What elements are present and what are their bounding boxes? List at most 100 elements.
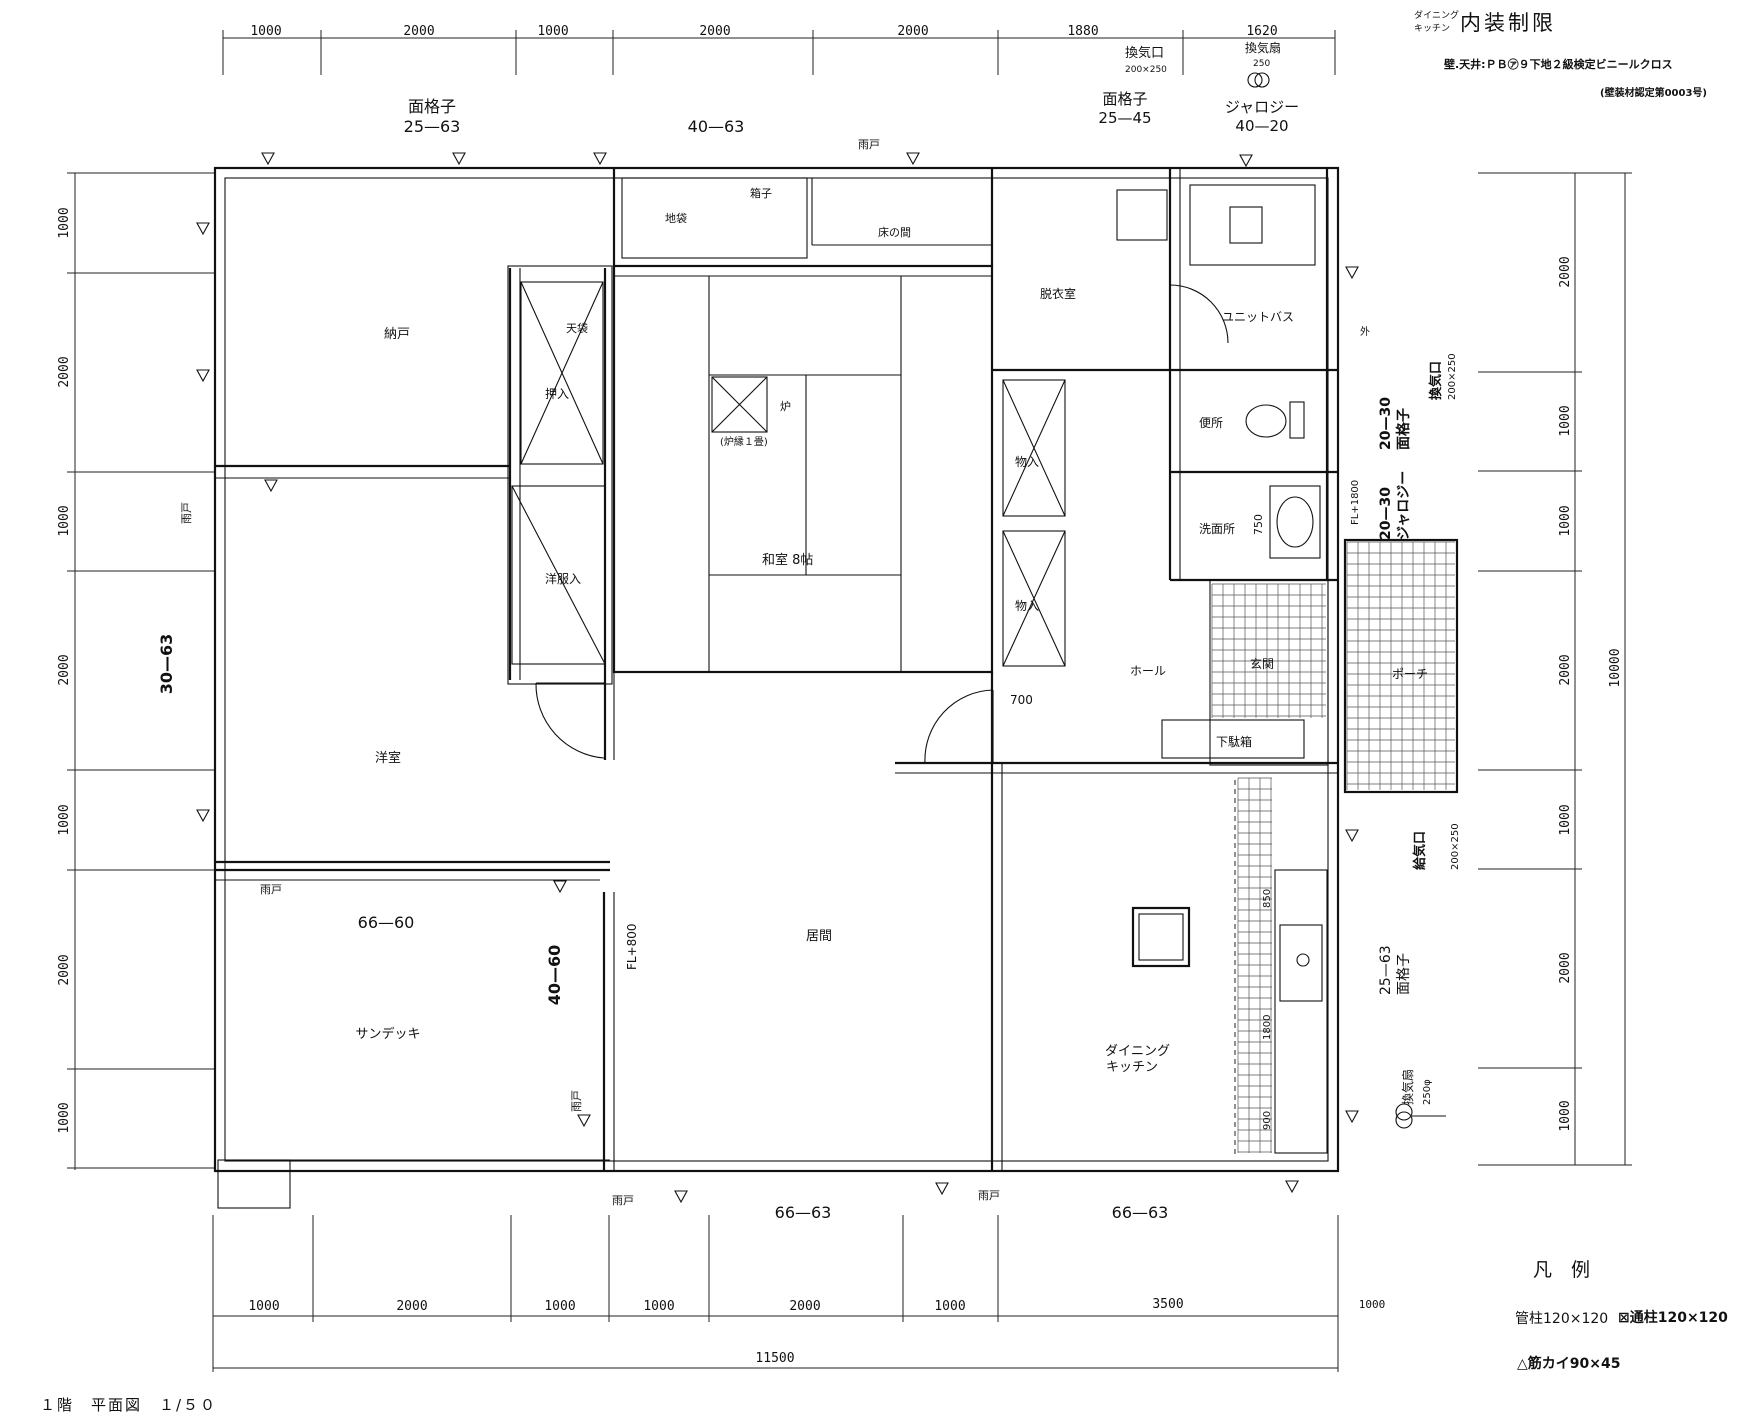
label-amado-bottom-2: 雨戸: [978, 1189, 1000, 1202]
right-dimension: 2000 1000 1000 2000 1000 2000 1000 10000: [1478, 172, 1632, 1166]
dim-left-6: 2000: [57, 954, 72, 985]
notes: FL+800 FL+1800 700 750 850 1800 900: [625, 480, 1361, 1130]
kanki-fan-right-size: 250φ: [1422, 1079, 1433, 1105]
dim-top-1: 1000: [250, 24, 281, 39]
win-top-right-size: 25—45: [1098, 109, 1151, 127]
dim-right-3: 1000: [1558, 505, 1573, 536]
finish-title: 内装制限: [1460, 11, 1556, 35]
kyuki-label: 給気口: [1412, 831, 1428, 870]
room-genkan: 玄関: [1250, 656, 1274, 671]
room-yofuku-ire: 洋服入: [545, 571, 581, 586]
dim-top-3: 1000: [537, 24, 568, 39]
dim-bottom-5: 2000: [789, 1299, 820, 1314]
win-left-size: 30—63: [157, 634, 176, 695]
dim-bottom-6: 1000: [934, 1299, 965, 1314]
room-dining: ダイニング: [1105, 1044, 1170, 1059]
note-750: 750: [1252, 514, 1265, 535]
dim-bottom-3: 1000: [544, 1299, 575, 1314]
win-right-toilet-size: 20—30: [1378, 397, 1394, 450]
dim-top-2: 2000: [403, 24, 434, 39]
kanki-right-size: 200×250: [1447, 353, 1458, 400]
legend-kanbashira: 管柱120×120: [1515, 1311, 1608, 1327]
dim-right-6: 2000: [1558, 952, 1573, 983]
win-right-kitchen-size: 25—63: [1378, 945, 1394, 995]
kanki-right-label: 換気口: [1428, 361, 1444, 400]
label-soto: 外: [1360, 326, 1370, 338]
dim-left-7: 1000: [57, 1102, 72, 1133]
label-amado-sun: 雨戸: [570, 1090, 583, 1112]
finish-notes: ダイニング キッチン 内装制限 壁.天井:ＰＢ㋐９下地２級検定ビニールクロス (…: [1414, 9, 1707, 99]
room-tenbukuro: 天袋: [566, 321, 588, 335]
kanki-top-size: 200×250: [1125, 65, 1167, 75]
legend-sujikai: △筋カイ90×45: [1517, 1355, 1620, 1372]
room-labels: 納戸 天袋 押入 洋服入 洋室 和室 8帖 炉 (炉縁１畳) 床の間 箱子 地袋…: [180, 138, 1428, 1207]
label-amado-deck: 雨戸: [260, 883, 282, 896]
tenbukuro-cross: [520, 281, 604, 465]
finish-line1: 壁.天井:ＰＢ㋐９下地２級検定ビニールクロス: [1444, 57, 1673, 71]
win-bottom-mid-size: 66—63: [775, 1203, 832, 1222]
note-700: 700: [1010, 693, 1033, 707]
dim-bottom-8: 1000: [1359, 1298, 1386, 1311]
room-yoshitsu: 洋室: [375, 750, 401, 766]
dim-right-7: 1000: [1558, 1100, 1573, 1131]
window-labels: 面格子 25—63 40—63 面格子 25—45 ジャロジー 40—20 換気…: [157, 40, 1461, 1222]
win-bottom-left-size: 66—60: [358, 913, 415, 932]
win-top-left-size: 25—63: [404, 117, 461, 136]
room-ro: 炉: [780, 400, 791, 413]
dim-right-5: 1000: [1558, 804, 1573, 835]
legend-title: 凡 例: [1533, 1259, 1590, 1281]
dim-top-5: 2000: [897, 24, 928, 39]
walls: [213, 166, 1459, 1209]
room-monoire-1: 物入: [1015, 455, 1039, 469]
room-oshiire: 押入: [545, 387, 569, 401]
room-tokonoma: 床の間: [878, 225, 911, 239]
room-sundeck: サンデッキ: [355, 1026, 420, 1042]
win-bottom-right-size: 66—63: [1112, 1203, 1169, 1222]
ro-box: [711, 376, 768, 433]
room-washitsu: 和室 8帖: [762, 552, 813, 568]
dim-bottom-7: 3500: [1152, 1297, 1183, 1312]
finish-kicker-kitchen: キッチン: [1414, 23, 1450, 34]
room-jibukuro: 地袋: [665, 211, 687, 225]
dim-top-6: 1880: [1067, 24, 1098, 39]
note-fl800: FL+800: [625, 923, 639, 970]
win-right-wash-label: ジャロジー: [1396, 471, 1412, 540]
note-900: 900: [1262, 1111, 1273, 1130]
drawing-title: １階 平面図 １/５０: [40, 1396, 217, 1414]
closet-hatch: [511, 485, 606, 665]
dim-right-4: 2000: [1558, 654, 1573, 685]
room-kitchen: キッチン: [1106, 1060, 1158, 1075]
dim-bottom-4: 1000: [643, 1299, 674, 1314]
dim-top-4: 2000: [699, 24, 730, 39]
dim-right-1: 2000: [1558, 256, 1573, 287]
room-hall: ホール: [1130, 664, 1166, 678]
kanki-top-label: 換気口: [1125, 45, 1164, 61]
kanki-fan-top-label: 換気扇: [1245, 40, 1281, 55]
win-jalousie-size: 40—20: [1235, 117, 1288, 135]
room-geta: 下駄箱: [1216, 734, 1252, 749]
kanki-fan-top-size: 250: [1253, 59, 1270, 69]
legend: 凡 例 管柱120×120 ⊠通柱120×120 △筋カイ90×45: [1515, 1259, 1728, 1372]
win-top-left-label: 面格子: [408, 97, 456, 116]
note-1800: 1800: [1262, 1015, 1273, 1040]
dim-left-1: 1000: [57, 207, 72, 238]
tile-hatch: [1211, 541, 1455, 1153]
dim-left-5: 1000: [57, 804, 72, 835]
win-top-mid-size: 40—63: [688, 117, 745, 136]
win-jalousie-label: ジャロジー: [1225, 98, 1299, 116]
win-top-right-label: 面格子: [1102, 90, 1147, 108]
dim-left-4: 2000: [57, 654, 72, 685]
finish-kicker-dining: ダイニング: [1414, 9, 1459, 21]
label-amado-top: 雨戸: [858, 138, 880, 151]
room-senmen: 洗面所: [1199, 522, 1235, 536]
win-right-wash-size: 20—30: [1378, 487, 1394, 540]
note-fl1800: FL+1800: [1350, 480, 1361, 525]
room-toilet: 便所: [1199, 416, 1223, 430]
door-swings: [535, 284, 1229, 764]
label-amado-bottom: 雨戸: [612, 1194, 634, 1207]
room-ima: 居間: [806, 929, 832, 944]
dim-right-total: 10000: [1608, 648, 1623, 687]
room-datsui: 脱衣室: [1040, 286, 1076, 301]
win-sundeck-size: 40—60: [545, 945, 564, 1006]
